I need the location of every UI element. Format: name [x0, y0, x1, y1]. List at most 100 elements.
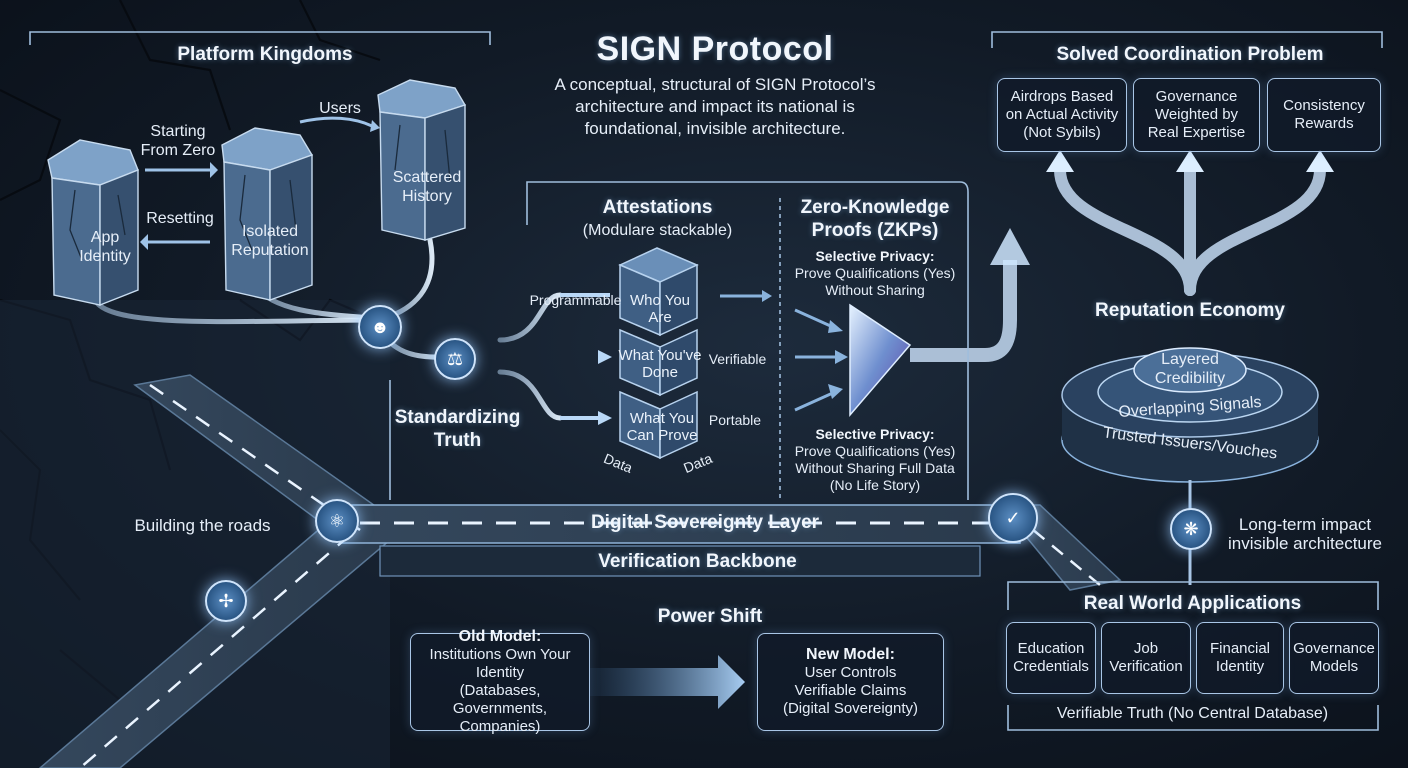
app-financial: Financial Identity	[1196, 622, 1284, 694]
layer-credibility-label: Layered Credibility	[1154, 351, 1226, 387]
power-shift-heading: Power Shift	[657, 606, 763, 627]
box-airdrops-line-2: on Actual Activity	[1005, 106, 1119, 123]
verification-backbone-label: Verification Backbone	[598, 551, 797, 572]
subtitle-line-3: foundational, invisible architecture.	[584, 119, 846, 138]
layer-credibility: Layered Credibility	[1145, 350, 1235, 388]
cube-who-you-are: Who You Are	[629, 292, 691, 326]
box-consistency-rewards: Consistency Rewards	[1267, 78, 1381, 152]
box-governance-weighted: Governance Weighted by Real Expertise	[1133, 78, 1260, 152]
arrow-label-resetting: Resetting	[146, 210, 214, 227]
subtitle-line-2: architecture and impact its national is	[575, 97, 855, 116]
real-world-heading: Real World Applications	[1083, 593, 1302, 614]
box-governance-line-2: Weighted by	[1154, 106, 1239, 123]
subtitle: A conceptual, structural of SIGN Protoco…	[520, 74, 910, 140]
digital-sovereignty-label: Digital Sovereignty Layer	[590, 512, 820, 533]
cube-what-youve-done: What You've Done	[618, 347, 702, 381]
zkp-top-line-2: Without Sharing	[825, 282, 925, 298]
coordination-fork	[1054, 164, 1326, 296]
scales-icon: ⚖	[434, 338, 476, 380]
new-model-line-3: (Digital Sovereignty)	[782, 700, 919, 717]
new-model-line-2: Verifiable Claims	[794, 682, 907, 699]
cube-what-you-can-prove: What You Can Prove	[626, 410, 698, 444]
old-model-title: Old Model:	[458, 628, 542, 645]
old-model-line-1: Institutions Own Your Identity	[429, 646, 571, 681]
building-roads-label: Building the roads	[134, 516, 271, 535]
zkp-top-title: Selective Privacy:	[815, 248, 935, 264]
reputation-heading: Reputation Economy	[1094, 300, 1285, 321]
kingdom-blocks	[47, 79, 467, 307]
block-app-identity-label: App Identity	[79, 229, 131, 265]
app-governance-line-1: Governance	[1293, 640, 1375, 657]
zkp-heading-line-1: Zero-Knowledge	[800, 197, 950, 218]
box-governance-line-1: Governance	[1155, 88, 1238, 105]
app-job: Job Verification	[1101, 622, 1191, 694]
box-airdrops: Airdrops Based on Actual Activity (Not S…	[997, 78, 1127, 152]
hub-icon: ✢	[205, 580, 247, 622]
zkp-arrows	[720, 294, 840, 412]
subtitle-line-1: A conceptual, structural of SIGN Protoco…	[554, 75, 876, 94]
new-model-box: New Model: User Controls Verifiable Clai…	[757, 633, 944, 731]
label-verifiable: Verifiable	[708, 351, 767, 367]
road-network	[38, 374, 1122, 768]
network-hub-icon: ❋	[1170, 508, 1212, 550]
app-governance-line-2: Models	[1309, 658, 1359, 675]
block-isolated-reputation-label: Isolated Reputation	[231, 223, 309, 259]
arrow-label-users: Users	[319, 100, 361, 117]
arrow-label-starting-1: Starting	[150, 123, 206, 140]
long-term-impact: Long-term impact invisible architecture	[1215, 515, 1395, 553]
user-icon: ☻	[358, 305, 402, 349]
real-world-footer: Verifiable Truth (No Central Database)	[1056, 705, 1329, 722]
app-financial-line-1: Financial	[1209, 640, 1271, 657]
app-governance: Governance Models	[1289, 622, 1379, 694]
attestation-arrows	[598, 350, 612, 425]
zkp-bottom-note: Selective Privacy: Prove Qualifications …	[780, 426, 970, 494]
app-job-line-1: Job	[1133, 640, 1159, 657]
power-shift-arrow	[590, 655, 745, 709]
old-model-line-3: Companies)	[459, 718, 541, 735]
box-consistency-line-2: Rewards	[1294, 115, 1354, 132]
label-programmable: Programmable	[529, 292, 622, 308]
zkp-heading-line-2: Proofs (ZKPs)	[811, 220, 939, 241]
coordination-heading: Solved Coordination Problem	[1056, 44, 1324, 65]
brackets	[29, 31, 1383, 731]
standardizing-truth-label: Standardizing Truth	[394, 407, 521, 451]
zkp-bottom-title: Selective Privacy:	[815, 426, 935, 442]
attestations-subheading: (Modulare stackable)	[582, 222, 733, 239]
attestation-cube-stack	[618, 247, 699, 460]
zkp-bottom-line-3: (No Life Story)	[829, 477, 921, 493]
block-scattered-history: Scattered History	[372, 168, 482, 206]
box-airdrops-line-3: (Not Sybils)	[1023, 124, 1101, 141]
long-term-line-2: invisible architecture	[1227, 534, 1382, 553]
app-education: Education Credentials	[1006, 622, 1096, 694]
label-portable: Portable	[708, 412, 762, 428]
app-job-line-2: Verification	[1109, 658, 1183, 675]
zkp-top-note: Selective Privacy: Prove Qualifications …	[780, 248, 970, 299]
network-globe-icon: ⚛	[315, 499, 359, 543]
shield-check-icon: ✓	[988, 493, 1038, 543]
kingdom-arrows	[140, 120, 380, 250]
block-scattered-history-label: Scattered History	[392, 169, 462, 205]
attestations-heading: Attestations	[602, 197, 713, 218]
box-consistency-line-1: Consistency	[1283, 97, 1365, 114]
old-model-box: Old Model: Institutions Own Your Identit…	[410, 628, 590, 735]
box-airdrops-line-1: Airdrops Based	[1010, 88, 1114, 105]
zkp-top-line-1: Prove Qualifications (Yes)	[794, 265, 956, 281]
backbone-rail	[379, 545, 981, 577]
zkp-bottom-line-1: Prove Qualifications (Yes)	[794, 443, 956, 459]
new-model-line-1: User Controls	[804, 664, 897, 681]
platform-kingdoms-heading: Platform Kingdoms	[177, 44, 353, 65]
zkp-heading: Zero-Knowledge Proofs (ZKPs)	[780, 196, 970, 242]
arrow-label-starting: Starting From Zero	[128, 122, 228, 160]
block-isolated-reputation: Isolated Reputation	[215, 222, 325, 260]
arrow-label-starting-2: From Zero	[140, 142, 216, 159]
zkp-bottom-line-2: Without Sharing Full Data	[795, 460, 955, 476]
zkp-prism	[849, 303, 912, 418]
long-term-line-1: Long-term impact	[1238, 515, 1372, 534]
app-education-line-2: Credentials	[1013, 658, 1089, 675]
standardizing-truth: Standardizing Truth	[390, 406, 525, 452]
zkp-output-flow	[910, 260, 1017, 362]
app-financial-line-2: Identity	[1215, 658, 1265, 675]
block-app-identity: App Identity	[55, 228, 155, 266]
new-model-title: New Model:	[806, 646, 895, 663]
app-education-line-1: Education	[1017, 640, 1085, 657]
